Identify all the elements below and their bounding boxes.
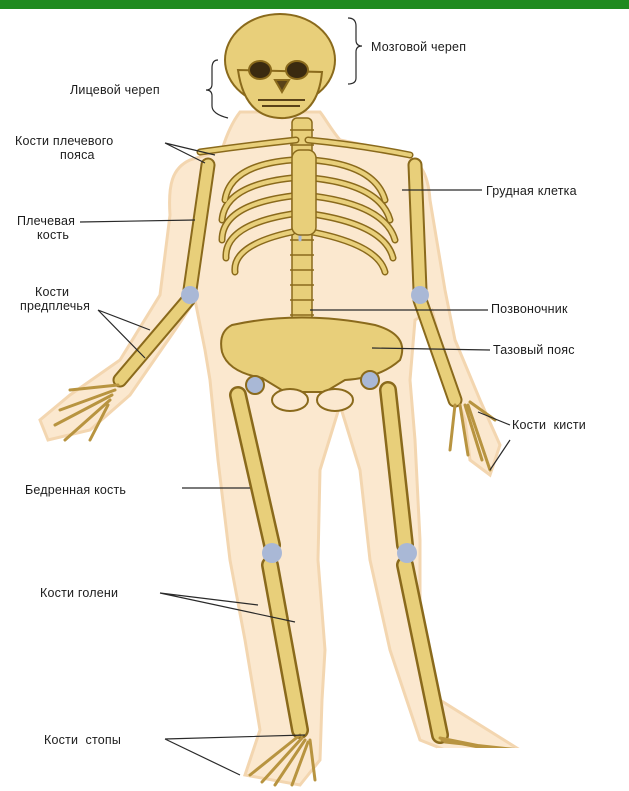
label-cranium: Мозговой череп bbox=[371, 40, 466, 54]
label-humerus-line1: Плечевая bbox=[17, 214, 75, 228]
label-hand-bones: Кости кисти bbox=[512, 418, 586, 432]
label-facial-skull: Лицевой череп bbox=[70, 83, 160, 97]
human-skeleton-icon bbox=[40, 14, 520, 785]
label-shoulder-girdle-line1: Кости плечевого bbox=[15, 134, 113, 148]
label-pelvic-girdle: Тазовый пояс bbox=[493, 343, 575, 357]
corner-patch bbox=[437, 748, 629, 791]
label-forearm-line2: предплечья bbox=[20, 299, 90, 313]
label-femur: Бедренная кость bbox=[25, 483, 126, 497]
label-shin-bones: Кости голени bbox=[40, 586, 118, 600]
brace-facial bbox=[206, 60, 228, 118]
brace-cranium bbox=[348, 18, 362, 84]
label-spine: Позвоночник bbox=[491, 302, 568, 316]
skull bbox=[225, 14, 335, 118]
label-foot-bones: Кости стопы bbox=[44, 733, 121, 747]
label-shoulder-girdle-line2: пояса bbox=[60, 148, 95, 162]
label-forearm-line1: Кости bbox=[35, 285, 69, 299]
label-ribcage: Грудная клетка bbox=[486, 184, 577, 198]
label-humerus-line2: кость bbox=[37, 228, 69, 242]
